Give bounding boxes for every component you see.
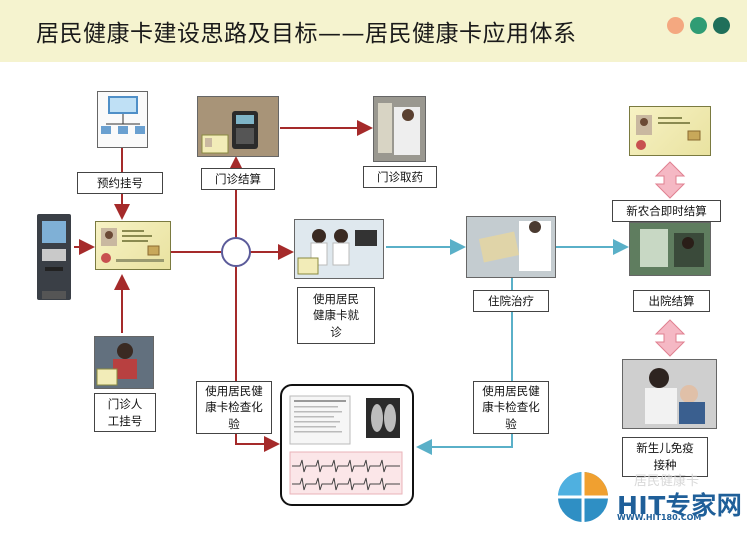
appointment-label: 预约挂号: [77, 172, 163, 194]
watermark-url: WWW.HIT180.COM: [617, 513, 702, 522]
use-card-visit-label: 使用居民健康卡就诊: [297, 287, 375, 344]
flow-inpatient-to-exam: [416, 278, 513, 455]
discharge-settlement-image: [629, 222, 711, 276]
newborn-double-arrow: [654, 319, 686, 357]
pos-terminal-image: [197, 96, 279, 157]
lab-report-and-ecg-image: [289, 395, 403, 495]
inpatient-treatment-image: [466, 216, 556, 278]
watermark-brand: HIT专家网: [617, 491, 743, 520]
ncms-double-arrow: [654, 161, 686, 199]
discharge-settlement-label: 出院结算: [633, 290, 710, 312]
pharmacy-image: [373, 96, 426, 162]
exam-test-left-label: 使用居民健康卡检查化验: [196, 381, 272, 434]
newborn-vaccination-image: [622, 359, 717, 429]
watermark-ghost-text: 居民健康卡: [634, 474, 700, 489]
inpatient-treatment-label: 住院治疗: [473, 290, 549, 312]
outpatient-pharmacy-label: 门诊取药: [363, 166, 437, 188]
exam-results-box: [280, 384, 414, 506]
manual-registration-image: [94, 336, 154, 389]
page-title: 居民健康卡建设思路及目标——居民健康卡应用体系: [36, 21, 577, 47]
header-dot-3: [713, 17, 730, 34]
hub-circle: [221, 237, 251, 267]
exam-test-right-label: 使用居民健康卡检查化验: [473, 381, 549, 434]
doctor-visit-image: [294, 219, 384, 279]
hit-logo-icon: [556, 470, 610, 524]
newborn-vaccination-label: 新生儿免疫接种: [622, 437, 708, 477]
header-dot-1: [667, 17, 684, 34]
ncms-card-image: [629, 106, 711, 156]
self-service-kiosk-image: [36, 213, 72, 301]
health-card-image: [95, 221, 171, 270]
flow-hub-to-exam: [235, 266, 280, 452]
header-dot-2: [690, 17, 707, 34]
appointment-web-image: [97, 91, 148, 148]
manual-registration-label: 门诊人工挂号: [94, 393, 156, 432]
title-bar: 居民健康卡建设思路及目标——居民健康卡应用体系: [0, 0, 747, 62]
outpatient-settlement-label: 门诊结算: [201, 168, 275, 190]
ncms-settlement-label: 新农合即时结算: [612, 200, 721, 222]
